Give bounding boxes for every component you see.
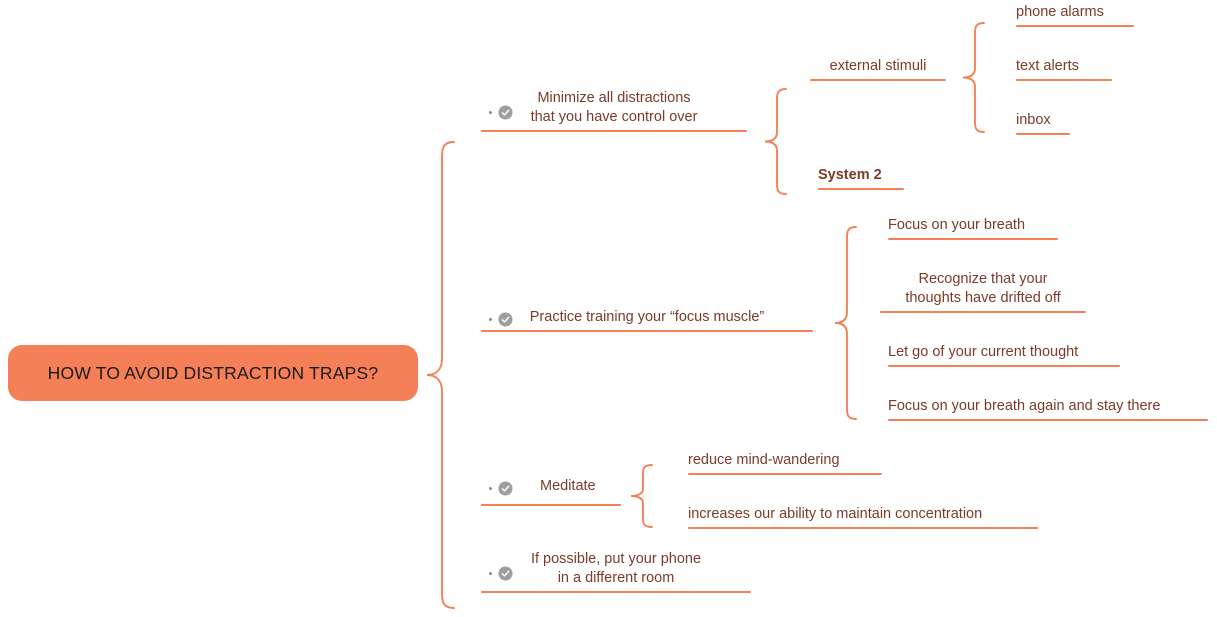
root-node[interactable]: HOW TO AVOID DISTRACTION TRAPS? (8, 345, 418, 401)
topic-underline (688, 473, 882, 475)
topic-underline (1016, 133, 1070, 135)
brace-meditate (630, 464, 653, 528)
topic-let-go[interactable]: Let go of your current thought (888, 343, 1120, 367)
branch-marker-meditate (489, 481, 513, 496)
branch-marker-focus-muscle (489, 312, 513, 327)
topic-recognize-drift[interactable]: Recognize that your thoughts have drifte… (880, 270, 1086, 313)
topic-underline (1016, 79, 1112, 81)
check-circle-icon (498, 566, 513, 581)
topic-underline (810, 79, 946, 81)
topic-phone-alarms[interactable]: phone alarms (1016, 3, 1134, 27)
topic-meditate[interactable]: Meditate (540, 478, 596, 494)
check-circle-icon (498, 105, 513, 120)
brace-external-stimuli (962, 22, 985, 133)
bullet-dot-icon (489, 111, 492, 114)
check-circle-icon (498, 481, 513, 496)
bullet-dot-icon (489, 572, 492, 575)
topic-underline (688, 527, 1038, 529)
bullet-dot-icon (489, 318, 492, 321)
topic-focus-on-breath[interactable]: Focus on your breath (888, 216, 1058, 240)
topic-external-stimuli[interactable]: external stimuli (810, 57, 946, 81)
branch-marker-minimize-distractions (489, 105, 513, 120)
topic-meditate-underline-wrap (481, 501, 621, 506)
brace-minimize-distractions (764, 88, 787, 195)
topic-increase-concentration[interactable]: increases our ability to maintain concen… (688, 505, 1038, 529)
topic-underline (481, 504, 621, 506)
topic-underline (481, 130, 747, 132)
topic-underline (481, 591, 751, 593)
topic-underline (880, 311, 1086, 313)
bullet-dot-icon (489, 487, 492, 490)
check-circle-icon (498, 312, 513, 327)
topic-underline (818, 188, 904, 190)
topic-underline (1016, 25, 1134, 27)
topic-system-2[interactable]: System 2 (818, 166, 904, 190)
topic-underline (888, 365, 1120, 367)
branch-marker-phone-different-room (489, 566, 513, 581)
topic-underline (888, 419, 1208, 421)
topic-focus-muscle[interactable]: Practice training your “focus muscle” (481, 308, 813, 332)
topic-inbox[interactable]: inbox (1016, 111, 1070, 135)
topic-reduce-mind-wandering[interactable]: reduce mind-wandering (688, 451, 882, 475)
topic-phone-different-room[interactable]: If possible, put your phone in a differe… (481, 550, 751, 593)
topic-underline (888, 238, 1058, 240)
topic-underline (481, 330, 813, 332)
topic-text-alerts[interactable]: text alerts (1016, 57, 1112, 81)
brace-root (426, 141, 455, 609)
brace-focus-muscle (834, 226, 857, 420)
topic-focus-on-breath-again[interactable]: Focus on your breath again and stay ther… (888, 397, 1208, 421)
topic-minimize-distractions[interactable]: Minimize all distractions that you have … (481, 89, 747, 132)
